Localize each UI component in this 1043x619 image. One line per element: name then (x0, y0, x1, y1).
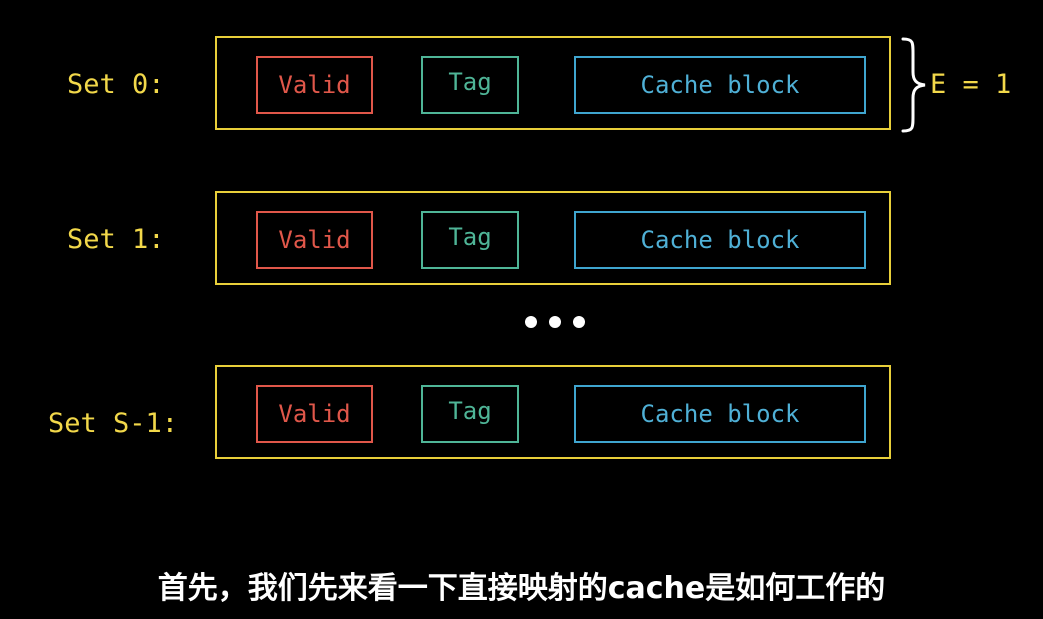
set-s-minus-1-label: Set S-1: (48, 408, 179, 439)
set-0-tag-field: Tag (421, 56, 519, 114)
vertical-dots-icon (525, 316, 585, 328)
set-s-minus-1-valid-field: Valid (256, 385, 373, 443)
set-0-row: Valid Tag Cache block (215, 36, 891, 130)
set-1-cache-block-field: Cache block (574, 211, 866, 269)
set-0-label: Set 0: (67, 69, 165, 100)
lines-per-set-label: E = 1 (930, 69, 1012, 100)
set-1-label: Set 1: (67, 224, 165, 255)
set-1-valid-field: Valid (256, 211, 373, 269)
set-s-minus-1-row: Valid Tag Cache block (215, 365, 891, 459)
right-curly-brace-icon (901, 37, 926, 133)
set-s-minus-1-tag-field: Tag (421, 385, 519, 443)
set-s-minus-1-cache-block-field: Cache block (574, 385, 866, 443)
subtitle-caption: 首先，我们先来看一下直接映射的cache是如何工作的 (157, 571, 886, 606)
set-1-tag-field: Tag (421, 211, 519, 269)
set-1-row: Valid Tag Cache block (215, 191, 891, 285)
set-0-valid-field: Valid (256, 56, 373, 114)
set-0-cache-block-field: Cache block (574, 56, 866, 114)
